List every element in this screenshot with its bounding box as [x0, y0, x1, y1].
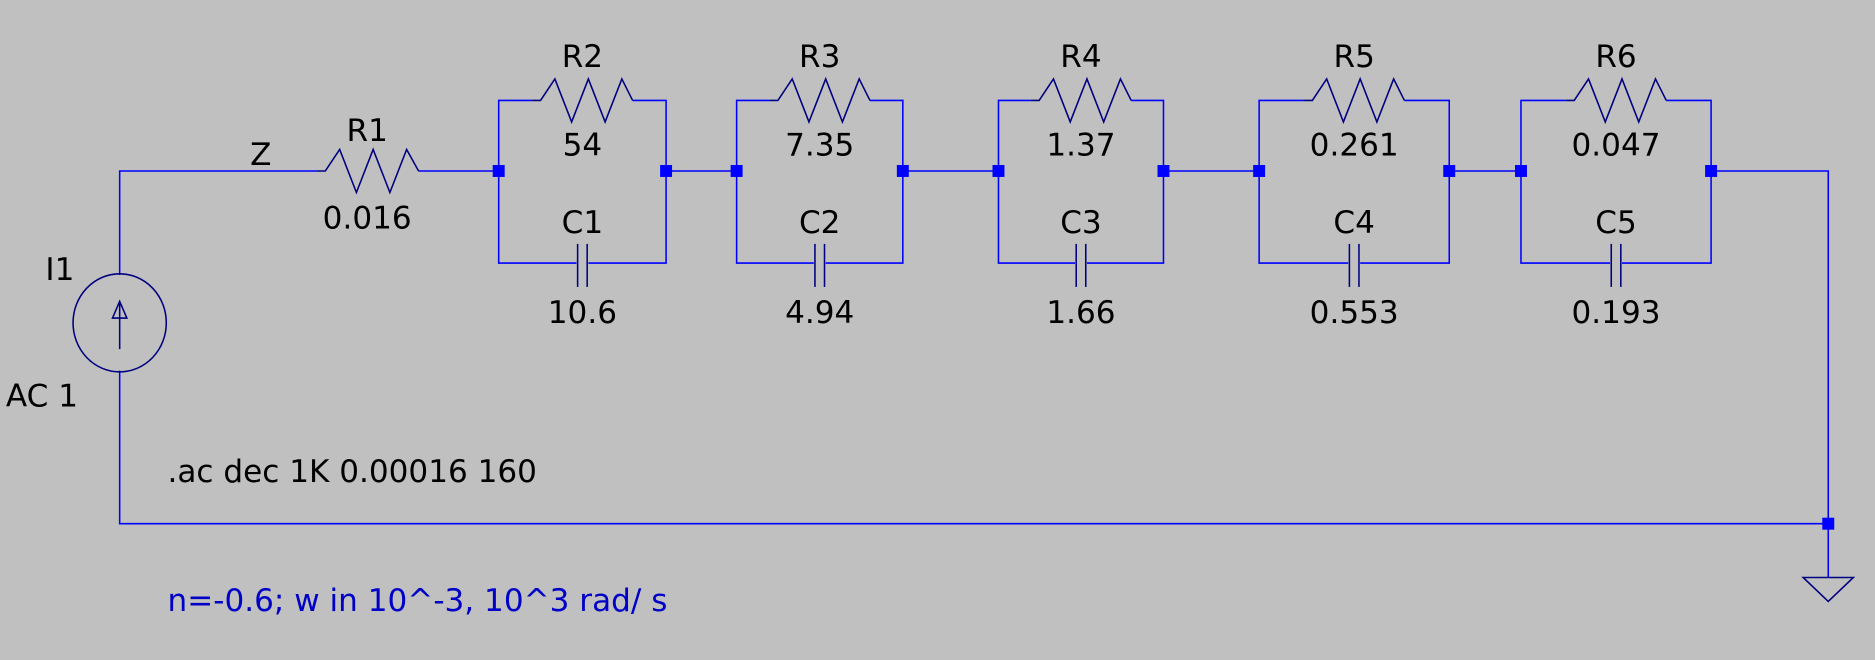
- capacitor-value: 0.193: [1572, 295, 1661, 331]
- resistor-name: R6: [1595, 39, 1636, 75]
- capacitor[interactable]: [814, 243, 826, 287]
- capacitor-value: 1.66: [1046, 295, 1115, 331]
- capacitor-value: 10.6: [548, 295, 617, 331]
- resistor-value: 0.261: [1310, 127, 1399, 163]
- capacitor-name: C1: [562, 205, 603, 241]
- capacitor-value: 4.94: [785, 295, 854, 331]
- resistor[interactable]: [1565, 76, 1667, 125]
- resistor-value: 54: [563, 127, 603, 163]
- resistor-name: R5: [1333, 39, 1374, 75]
- r1-resistor[interactable]: [316, 147, 420, 195]
- resistor[interactable]: [532, 76, 634, 125]
- junction: [730, 165, 743, 177]
- junction: [1515, 165, 1527, 177]
- junction: [1705, 165, 1718, 177]
- capacitor-name: C5: [1595, 205, 1636, 241]
- resistor-name: R4: [1060, 39, 1101, 75]
- resistor-value: 1.37: [1046, 127, 1115, 163]
- resistor-name: R3: [799, 39, 840, 75]
- capacitor-name: C2: [799, 205, 840, 241]
- resistor-value: 0.047: [1572, 127, 1661, 163]
- resistor-value: 7.35: [785, 127, 854, 163]
- junction: [1253, 165, 1266, 177]
- net-label-z: Z: [250, 137, 271, 173]
- capacitor-value: 0.553: [1310, 295, 1399, 331]
- capacitor[interactable]: [1348, 243, 1360, 287]
- wires: [118, 170, 1830, 578]
- comment-text[interactable]: n=-0.6; w in 10^-3, 10^3 rad/ s: [168, 583, 668, 619]
- r1-name: R1: [346, 113, 387, 149]
- r1-value: 0.016: [323, 200, 412, 236]
- ac-directive[interactable]: .ac dec 1K 0.00016 160: [168, 454, 537, 490]
- resistor[interactable]: [769, 76, 871, 125]
- junction: [1822, 517, 1835, 530]
- resistor[interactable]: [1030, 76, 1132, 125]
- junction: [492, 165, 505, 177]
- capacitor[interactable]: [576, 243, 588, 287]
- capacitor[interactable]: [1075, 243, 1087, 287]
- capacitor-name: C4: [1333, 205, 1374, 241]
- junction: [896, 165, 909, 177]
- current-source-i1[interactable]: [72, 273, 168, 373]
- ground-icon: [1801, 576, 1856, 603]
- capacitor[interactable]: [1610, 243, 1622, 287]
- resistor-name: R2: [562, 39, 603, 75]
- capacitor-name: C3: [1060, 205, 1101, 241]
- resistor[interactable]: [1303, 76, 1406, 125]
- source-value: AC 1: [6, 379, 78, 415]
- junction: [992, 165, 1005, 177]
- source-name: I1: [45, 252, 74, 288]
